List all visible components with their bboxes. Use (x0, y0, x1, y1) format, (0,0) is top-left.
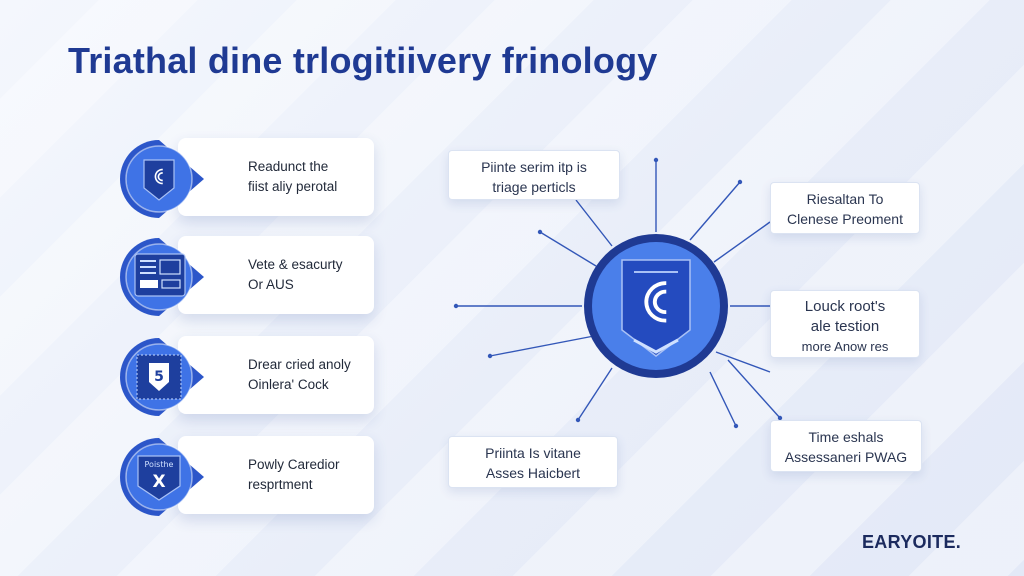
step-card-body (178, 138, 374, 216)
node-bottom-left: Priinta Is vitane Asses Haicbert (448, 436, 618, 488)
node-line-1: Priinta Is vitane (485, 445, 581, 461)
step-line-1: Readunct the (248, 159, 329, 174)
svg-text:ꀯ: ꀯ (638, 279, 674, 333)
step-line-2: Oinlera' Cock (248, 377, 329, 392)
step-line-1: Drear cried anoly (248, 357, 351, 372)
spoke-top-left-box (575, 199, 613, 247)
step-card-1: ꀯ Readunct the fiist aliy perotal (118, 138, 376, 218)
step-card-3: 5 Drear cried anoly Oinlera' Cock (118, 336, 376, 416)
node-top-right: Riesaltan To Clenese Preoment (770, 182, 920, 234)
document-icon (118, 236, 204, 318)
node-line-2: ale testion (810, 318, 880, 335)
node-line-2: Asses Haicbert (485, 465, 581, 481)
step-text: Readunct the fiist aliy perotal (248, 157, 376, 197)
spoke-left-upper (539, 231, 597, 267)
node-top-left: Piinte serim itp is triage perticls (448, 150, 620, 200)
node-line-1: Louck root's (804, 298, 886, 315)
step-text: Drear cried anoly Oinlera' Cock (248, 355, 376, 395)
shield-x-icon: Poisthe X (118, 436, 204, 518)
shield-grid-icon: ꀯ (118, 138, 204, 220)
step-card-body (178, 336, 374, 414)
node-line-2: Assessaneri PWAG (784, 449, 908, 465)
step-text: Powly Caredior resprtment (248, 455, 376, 495)
step-line-2: Or AUS (248, 277, 294, 292)
central-shield-icon: ꀯ (582, 232, 730, 380)
step-card-2: Vete & esacurty Or AUS (118, 236, 376, 316)
node-line-1: Riesaltan To (806, 191, 884, 207)
node-line-1: Piinte serim itp is (481, 159, 587, 175)
svg-text:ꀯ: ꀯ (152, 168, 165, 189)
step-glyph: X (152, 472, 165, 492)
spoke-right-bottom (727, 359, 781, 419)
spoke-bottom-right (709, 371, 737, 427)
step-line-2: resprtment (248, 477, 313, 492)
brand-logo: EARYOITE. (862, 532, 962, 552)
page-title: Triathal dine trlogitiivery frinology (68, 40, 658, 81)
step-card-body (178, 436, 374, 514)
spoke-bottom-left (577, 367, 613, 421)
spoke-left-lower (489, 335, 595, 357)
step-glyph: 5 (154, 369, 164, 385)
node-line-2: Clenese Preoment (787, 211, 903, 227)
shield-badge-icon: 5 (118, 336, 204, 418)
step-card-body (178, 236, 374, 314)
node-line-2: triage perticls (492, 179, 576, 195)
step-line-1: Vete & esacurty (248, 257, 343, 272)
spoke-right-lower (715, 351, 771, 373)
step-line-1: Powly Caredior (248, 457, 340, 472)
step-badge-text: Poisthe (145, 460, 174, 469)
spoke-right-upper (713, 221, 771, 263)
node-line-3: more Anow res (801, 339, 889, 354)
step-text: Vete & esacurty Or AUS (248, 255, 376, 295)
node-middle-right: Louck root's ale testion more Anow res (770, 290, 920, 358)
step-line-2: fiist aliy perotal (248, 179, 338, 194)
node-line-1: Time eshals (808, 429, 884, 445)
spoke-top-right (689, 181, 741, 241)
step-card-4: Poisthe X Powly Caredior resprtment (118, 436, 376, 516)
node-bottom-right: Time eshals Assessaneri PWAG (770, 420, 922, 472)
